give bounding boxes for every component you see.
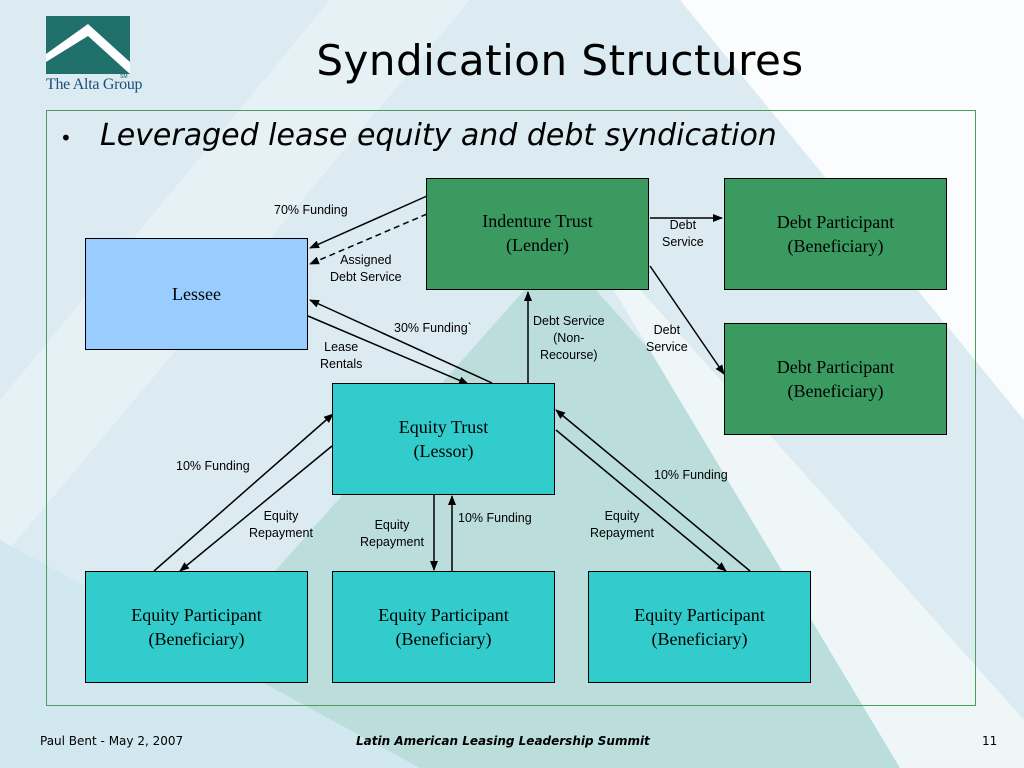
label-10-funding-mid: 10% Funding	[458, 511, 532, 525]
label-70-funding: 70% Funding	[274, 203, 348, 217]
equity-participant-title: Equity Participant	[634, 605, 765, 625]
equity-participant-box-2: Equity Participant (Beneficiary)	[332, 571, 555, 683]
label-30-funding: 30% Funding`	[394, 321, 472, 335]
debt-participant-role: (Beneficiary)	[787, 236, 884, 256]
logo-service-mark: SM	[120, 74, 128, 80]
equity-participant-role: (Beneficiary)	[395, 629, 492, 649]
bullet-marker: •	[60, 126, 72, 150]
label-equity-repayment-mid: Equity Repayment	[360, 518, 424, 549]
equity-participant-role: (Beneficiary)	[651, 629, 748, 649]
equity-trust-box: Equity Trust (Lessor)	[332, 383, 555, 495]
label-debt-service-1: Debt Service	[662, 218, 704, 249]
equity-participant-title: Equity Participant	[131, 605, 262, 625]
debt-participant-box-1: Debt Participant (Beneficiary)	[724, 178, 947, 290]
label-debt-service-nonrecourse: Debt Service (Non- Recourse)	[533, 314, 605, 362]
label-debt-service-2: Debt Service	[646, 323, 688, 354]
label-equity-repayment-right: Equity Repayment	[590, 509, 654, 540]
lessee-box: Lessee	[85, 238, 308, 350]
footer-author-date: Paul Bent - May 2, 2007	[40, 734, 184, 748]
footer-event: Latin American Leasing Leadership Summit	[356, 734, 650, 748]
debt-participant-title: Debt Participant	[776, 357, 895, 377]
label-assigned-debt-service: Assigned Debt Service	[330, 253, 402, 284]
footer-page-number: 11	[982, 734, 998, 748]
label-10-funding-left: 10% Funding	[176, 459, 250, 473]
indenture-trust-box: Indenture Trust (Lender)	[426, 178, 649, 290]
bullet-text: Leveraged lease equity and debt syndicat…	[100, 118, 777, 153]
equity-participant-role: (Beneficiary)	[148, 629, 245, 649]
mountain-logo-icon	[46, 16, 130, 74]
indenture-trust-title: Indenture Trust	[482, 211, 593, 231]
equity-trust-role: (Lessor)	[413, 441, 474, 461]
debt-participant-title: Debt Participant	[776, 212, 895, 232]
label-10-funding-right: 10% Funding	[654, 468, 728, 482]
debt-participant-role: (Beneficiary)	[787, 381, 884, 401]
indenture-trust-role: (Lender)	[506, 235, 569, 255]
slide-title: Syndication Structures	[316, 36, 804, 85]
label-equity-repayment-left: Equity Repayment	[249, 509, 313, 540]
alta-group-logo: The Alta Group SM	[46, 16, 143, 106]
equity-participant-title: Equity Participant	[378, 605, 509, 625]
debt-participant-box-2: Debt Participant (Beneficiary)	[724, 323, 947, 435]
equity-participant-box-1: Equity Participant (Beneficiary)	[85, 571, 308, 683]
logo-name: The Alta Group	[46, 76, 143, 93]
label-lease-rentals: Lease Rentals	[320, 340, 363, 371]
equity-participant-box-3: Equity Participant (Beneficiary)	[588, 571, 811, 683]
content-frame	[46, 110, 976, 706]
equity-trust-title: Equity Trust	[398, 417, 489, 437]
lessee-title: Lessee	[172, 284, 221, 304]
